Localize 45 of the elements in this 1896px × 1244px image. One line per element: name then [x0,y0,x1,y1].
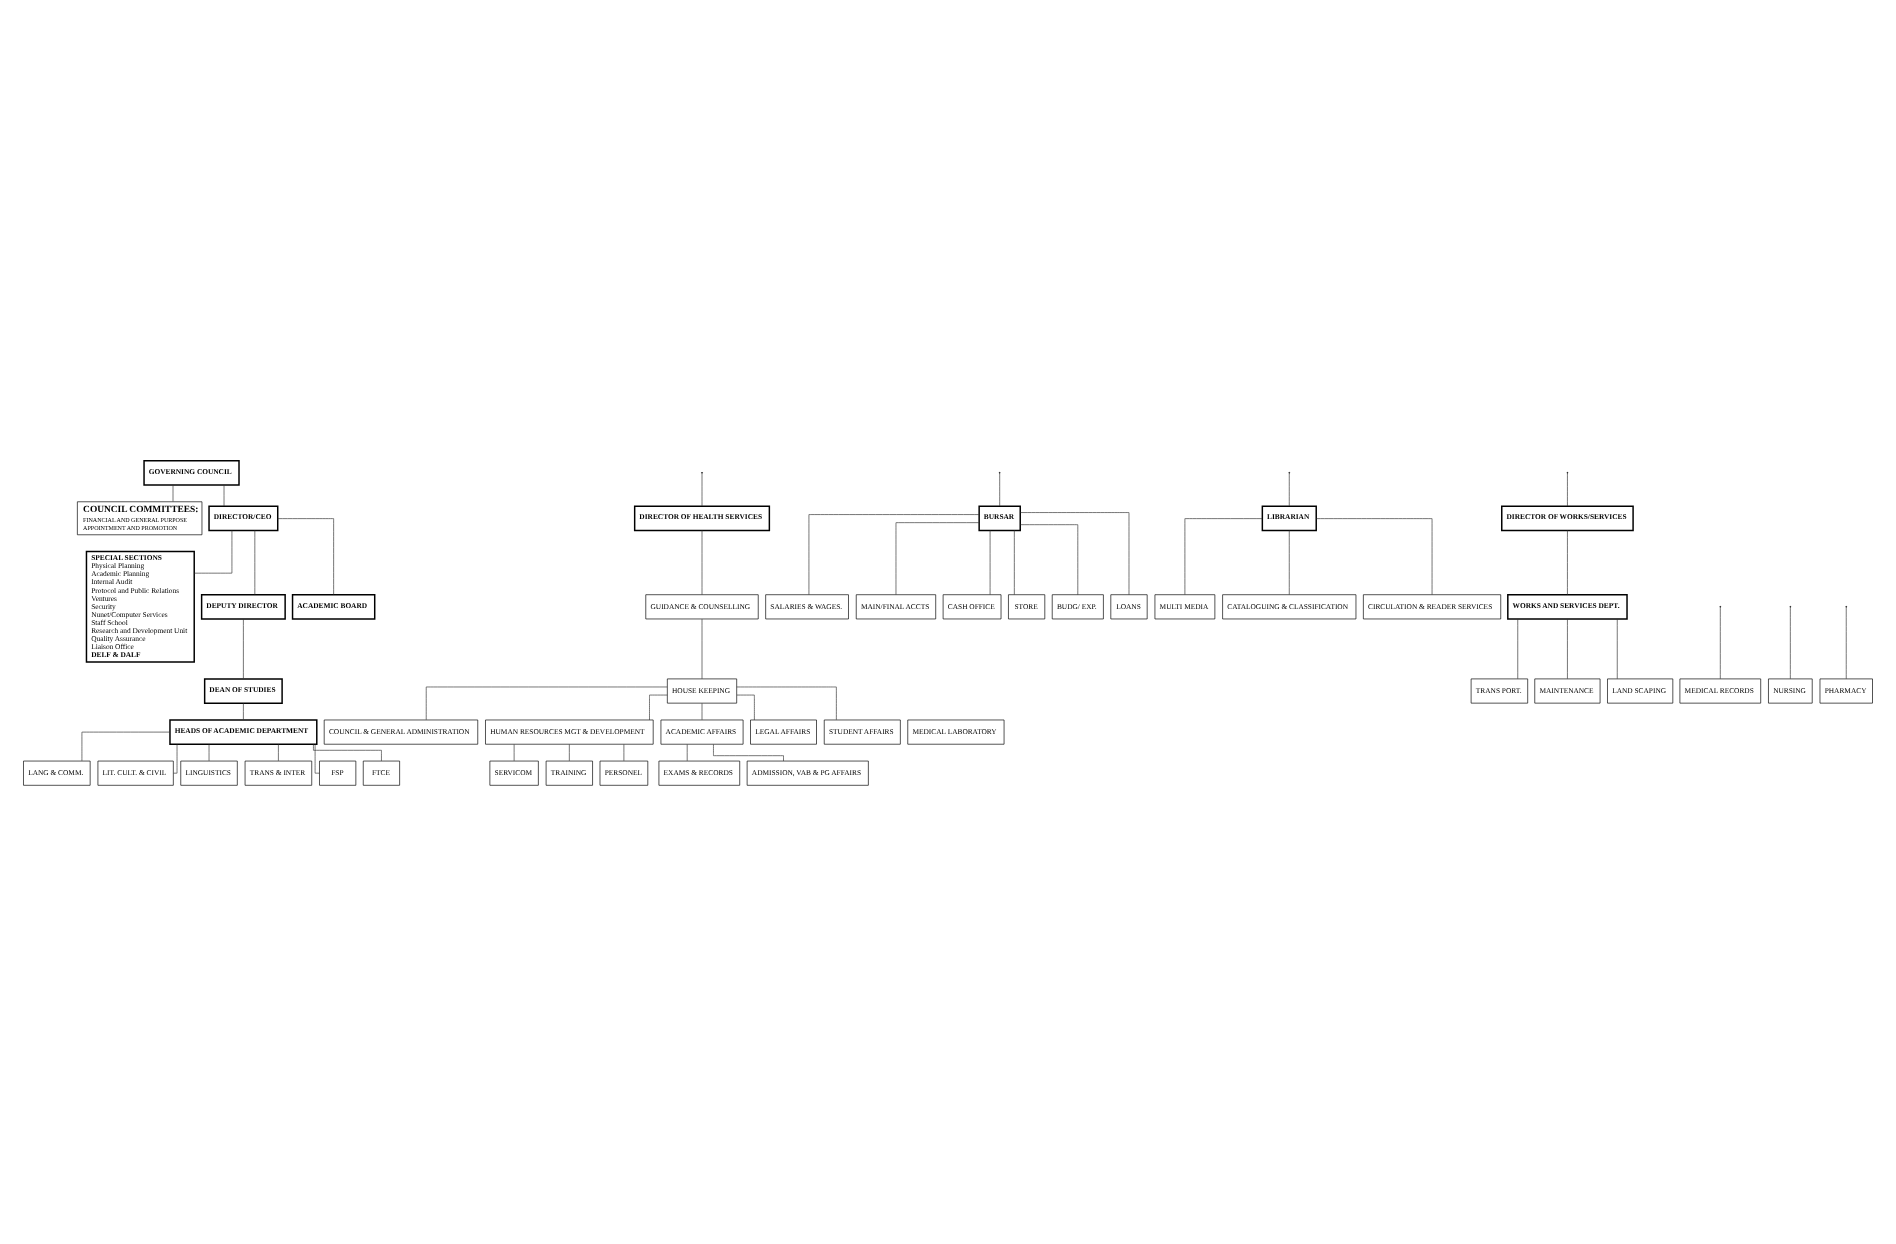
connector [314,743,320,773]
connector [1288,472,1290,506]
connector [569,743,570,761]
connector [989,529,991,594]
connector [1845,606,1847,679]
connector [999,472,1001,506]
connector [277,517,334,594]
connector [173,743,178,773]
connector [1567,472,1568,506]
connector [713,743,784,761]
connector [254,529,256,594]
connector [1014,529,1015,594]
connector [895,521,980,594]
connector [736,693,755,720]
connector [1616,617,1618,679]
connector [1288,529,1290,594]
connector [649,693,668,720]
connector [313,743,382,761]
connector [194,529,233,573]
connector [736,685,837,720]
connector [1790,606,1791,679]
connector [1316,517,1433,594]
connector [1719,606,1721,679]
connector [243,702,244,720]
connector [172,483,174,501]
connector [686,743,688,761]
connector [1567,529,1568,594]
connector [425,685,668,720]
connector [701,617,703,679]
connector [623,743,625,761]
connector [81,730,171,761]
connector [701,529,703,594]
connector [223,483,225,506]
connector [1020,511,1130,595]
connector [1184,517,1263,594]
connector [513,743,515,761]
connector [208,743,210,761]
connector [1517,617,1519,679]
connector [701,472,703,506]
connector [701,702,703,720]
connector [243,617,244,679]
connector [1020,523,1079,595]
connector [278,743,279,761]
connector [808,513,980,594]
connector [1567,617,1568,679]
